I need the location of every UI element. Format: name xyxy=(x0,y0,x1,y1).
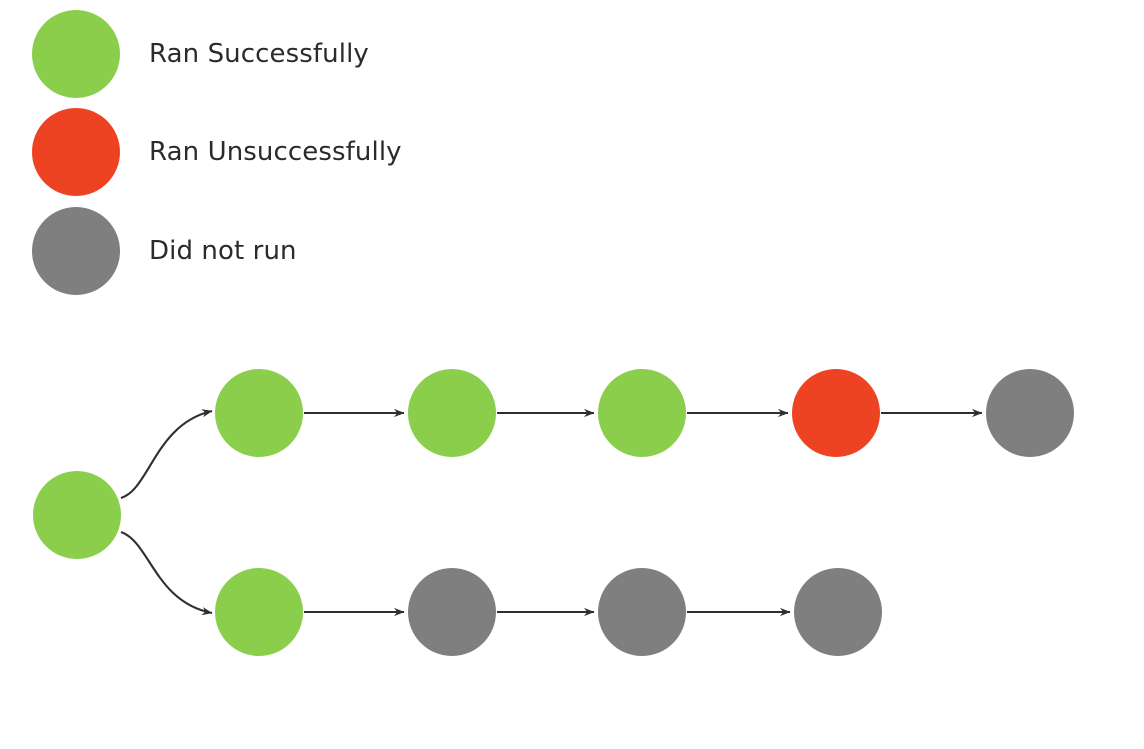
graph-node-root-success[interactable]: Ran Successfully xyxy=(33,471,121,559)
legend-swatch-skipped-icon xyxy=(32,207,120,295)
legend-item-success: Ran Successfully xyxy=(0,10,369,98)
legend-swatch-failure-icon xyxy=(32,108,120,196)
graph-node-b2-skipped[interactable]: Did not run xyxy=(408,568,496,656)
legend-item-skipped: Did not run xyxy=(0,207,297,295)
graph-node-t1-success[interactable]: Ran Successfully xyxy=(215,369,303,457)
graph-node-t3-success[interactable]: Ran Successfully xyxy=(598,369,686,457)
edge-root-to-t1 xyxy=(120,409,213,500)
graph-node-t5-skipped[interactable]: Did not run xyxy=(986,369,1074,457)
edge-root-to-b1 xyxy=(120,531,213,616)
legend-label-skipped: Did not run xyxy=(149,235,297,266)
legend-label-failure: Ran Unsuccessfully xyxy=(149,136,402,167)
graph-node-b4-skipped[interactable]: Did not run xyxy=(794,568,882,656)
legend-swatch-success-icon xyxy=(32,10,120,98)
legend-item-failure: Ran Unsuccessfully xyxy=(0,108,402,196)
edges-layer xyxy=(120,408,983,617)
graph-node-b3-skipped[interactable]: Did not run xyxy=(598,568,686,656)
legend-label-success: Ran Successfully xyxy=(149,38,369,69)
graph-node-t2-success[interactable]: Ran Successfully xyxy=(408,369,496,457)
graph-node-t4-failure[interactable]: Ran Unsuccessfully xyxy=(792,369,880,457)
graph-node-b1-success[interactable]: Ran Successfully xyxy=(215,568,303,656)
